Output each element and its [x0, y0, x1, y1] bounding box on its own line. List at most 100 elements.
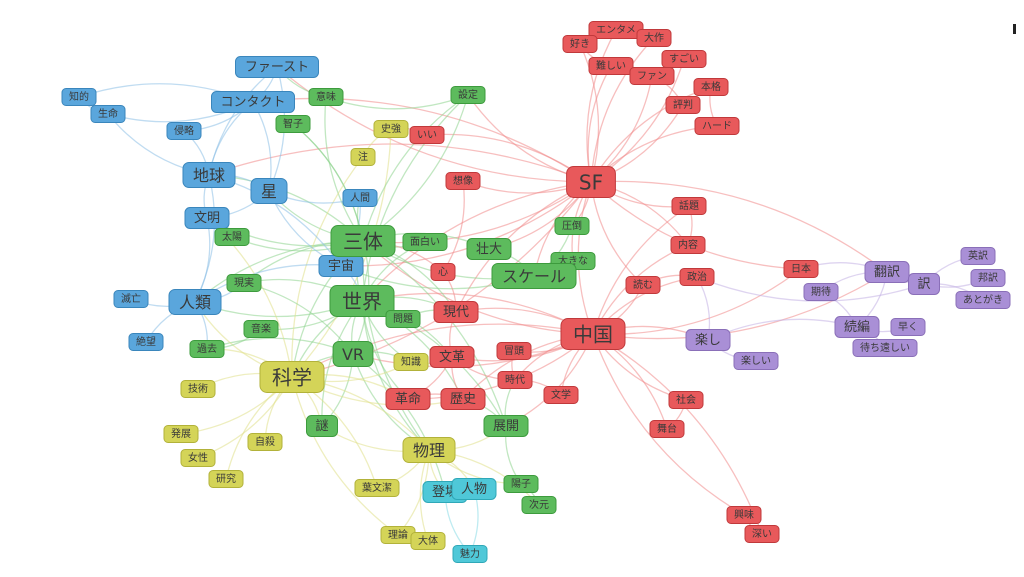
node-omoshiroi[interactable]: 面白い	[402, 233, 448, 251]
node-nihon[interactable]: 日本	[783, 260, 819, 278]
node-scale[interactable]: スケール	[491, 263, 577, 289]
node-bunkaku[interactable]: 文革	[429, 346, 475, 368]
node-soudai[interactable]: 壮大	[466, 238, 512, 260]
node-jinbutsu[interactable]: 人物	[451, 478, 497, 500]
node-contact[interactable]: コンタクト	[211, 91, 295, 113]
node-label: 地球	[193, 166, 225, 185]
edge-vr-toujou	[352, 353, 446, 493]
node-yomu[interactable]: 読む	[625, 276, 661, 294]
node-tenkai[interactable]: 展開	[483, 415, 529, 437]
node-label: 難しい	[596, 59, 626, 72]
node-riron[interactable]: 理論	[380, 526, 416, 544]
node-bunmei[interactable]: 文明	[184, 207, 230, 229]
node-tanoshii[interactable]: 楽しい	[733, 352, 779, 370]
node-souzou[interactable]: 想像	[445, 172, 481, 190]
node-jidai[interactable]: 時代	[497, 371, 533, 389]
node-shinryaku[interactable]: 侵略	[166, 122, 202, 140]
node-kitai[interactable]: 期待	[803, 283, 839, 301]
node-label: 意味	[316, 90, 336, 103]
node-chiteki[interactable]: 知的	[61, 88, 97, 106]
node-genjitsu[interactable]: 現実	[226, 274, 262, 292]
node-suki[interactable]: 好き	[562, 35, 598, 53]
node-butsuri[interactable]: 物理	[402, 437, 456, 463]
node-bungaku[interactable]: 文学	[543, 386, 579, 404]
node-atsukan[interactable]: 圧倒	[554, 217, 590, 235]
node-label: 過去	[197, 343, 217, 355]
node-chiko[interactable]: 智子	[275, 115, 311, 133]
node-ii[interactable]: いい	[409, 126, 445, 144]
node-chugoku[interactable]: 中国	[560, 318, 626, 350]
node-chishiki[interactable]: 知識	[393, 353, 429, 371]
node-kakumei[interactable]: 革命	[385, 388, 431, 410]
node-nazo[interactable]: 謎	[306, 415, 338, 437]
node-hoshi[interactable]: 星	[250, 178, 288, 204]
node-eiyaku[interactable]: 英訳	[960, 247, 996, 265]
node-gendai[interactable]: 現代	[433, 301, 479, 323]
node-metsubou[interactable]: 滅亡	[113, 290, 149, 308]
node-hard[interactable]: ハード	[694, 117, 740, 135]
node-kenkyu[interactable]: 研究	[208, 470, 244, 488]
node-settei[interactable]: 設定	[450, 86, 486, 104]
node-kako[interactable]: 過去	[189, 340, 225, 358]
node-shakai[interactable]: 社会	[668, 391, 704, 409]
node-rekishi[interactable]: 歴史	[440, 388, 486, 410]
node-tanoshi[interactable]: 楽し	[685, 329, 731, 351]
scrollbar-marker[interactable]	[1013, 24, 1016, 34]
node-sf[interactable]: SF	[566, 166, 616, 198]
node-box	[211, 91, 295, 113]
node-seimei[interactable]: 生命	[90, 105, 126, 123]
node-vr[interactable]: VR	[332, 341, 374, 367]
node-machidooshii[interactable]: 待ち遠しい	[852, 339, 918, 357]
node-atogaki[interactable]: あとがき	[955, 291, 1011, 309]
node-kyoumi[interactable]: 興味	[726, 506, 762, 524]
node-fukai[interactable]: 深い	[744, 525, 780, 543]
node-fan[interactable]: ファン	[629, 67, 675, 85]
node-label: 楽し	[695, 332, 721, 348]
node-ryoushi[interactable]: 陽子	[503, 475, 539, 493]
node-chu[interactable]: 注	[350, 148, 376, 166]
node-imi[interactable]: 意味	[308, 88, 344, 106]
node-taitai[interactable]: 大体	[410, 532, 446, 550]
node-santai[interactable]: 三体	[330, 225, 396, 257]
node-zokuhen[interactable]: 続編	[834, 316, 880, 338]
node-josei[interactable]: 女性	[180, 449, 216, 467]
node-bouto[interactable]: 冒頭	[496, 342, 532, 360]
node-kagaku[interactable]: 科学	[259, 361, 325, 393]
node-butai[interactable]: 舞台	[649, 420, 685, 438]
node-shiki[interactable]: 史強	[373, 120, 409, 138]
node-box	[409, 126, 445, 144]
node-jinrui[interactable]: 人類	[168, 289, 222, 315]
node-kokoro[interactable]: 心	[430, 263, 456, 281]
node-kessaku[interactable]: 大作	[636, 29, 672, 47]
node-jisatsu[interactable]: 自殺	[247, 433, 283, 451]
node-seiji[interactable]: 政治	[679, 268, 715, 286]
node-honkaku[interactable]: 本格	[693, 78, 729, 96]
node-mondai[interactable]: 問題	[385, 310, 421, 328]
node-houyaku[interactable]: 邦訳	[970, 269, 1006, 287]
node-jigen[interactable]: 次元	[521, 496, 557, 514]
node-hyouban[interactable]: 評判	[665, 96, 701, 114]
node-ningen[interactable]: 人間	[342, 189, 378, 207]
node-naiyou[interactable]: 内容	[670, 236, 706, 254]
node-wadai[interactable]: 話題	[671, 197, 707, 215]
node-chikyu[interactable]: 地球	[182, 162, 236, 188]
node-ongaku[interactable]: 音楽	[243, 320, 279, 338]
node-taiyou[interactable]: 太陽	[214, 228, 250, 246]
node-hayaku[interactable]: 早く	[890, 318, 926, 336]
node-entame[interactable]: エンタメ	[588, 21, 644, 39]
node-label: 研究	[216, 472, 236, 485]
node-yaku[interactable]: 訳	[908, 273, 940, 295]
node-honyaku[interactable]: 翻訳	[864, 261, 910, 283]
node-sugoi[interactable]: すごい	[661, 50, 707, 68]
node-zetsubou[interactable]: 絶望	[128, 333, 164, 351]
node-yobunjie[interactable]: 葉文潔	[354, 479, 400, 497]
node-muzukashii[interactable]: 難しい	[588, 57, 634, 75]
node-sekai[interactable]: 世界	[329, 285, 395, 317]
node-box	[410, 532, 446, 550]
node-miryoku[interactable]: 魅力	[452, 545, 488, 563]
node-uchu[interactable]: 宇宙	[318, 255, 364, 277]
node-gijutsu[interactable]: 技術	[180, 380, 216, 398]
node-label: 好き	[570, 38, 590, 50]
node-hatten[interactable]: 発展	[163, 425, 199, 443]
node-first[interactable]: ファースト	[235, 56, 319, 78]
